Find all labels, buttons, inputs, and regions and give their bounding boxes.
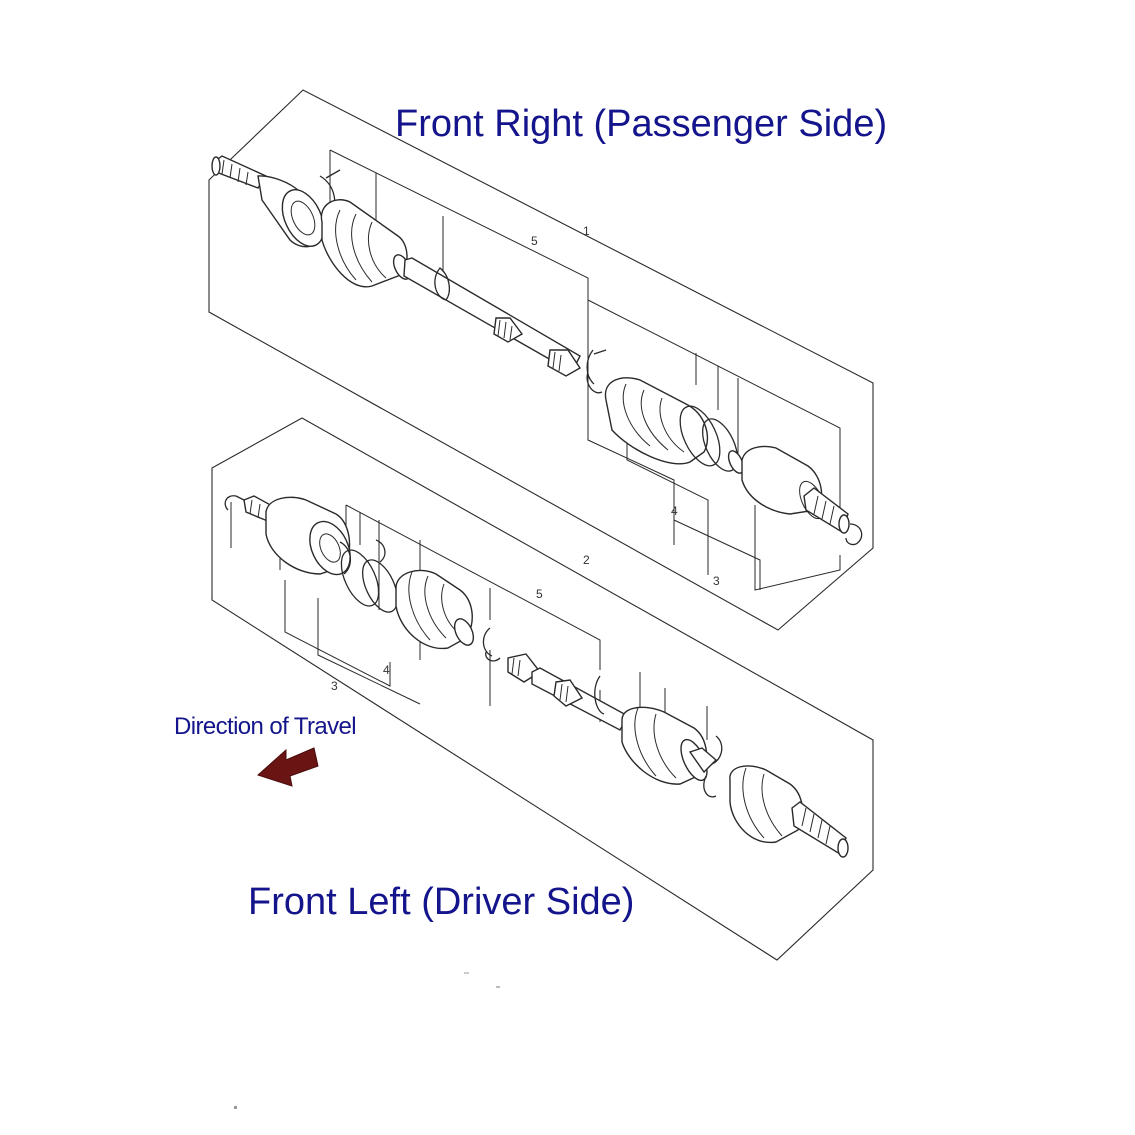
front-left-inner-joint	[621, 706, 849, 858]
callout-4-left: 4	[383, 663, 390, 677]
callout-3-left: 3	[331, 679, 338, 693]
front-right-shaft	[403, 257, 581, 377]
direction-label: Direction of Travel	[174, 713, 356, 740]
front-left-boot-outer	[340, 539, 501, 662]
direction-arrow-shape	[257, 747, 319, 787]
callout-4-right: 4	[671, 504, 678, 518]
front-right-assembly: 1 5 4 3	[208, 89, 874, 631]
front-left-title: Front Left (Driver Side)	[248, 881, 634, 923]
callout-1: 1	[583, 224, 590, 238]
scan-specks	[234, 972, 500, 1109]
front-right-outer-joint	[211, 155, 341, 248]
front-left-outer-joint	[224, 495, 351, 576]
callout-3-right: 3	[713, 574, 720, 588]
front-right-leaders	[329, 149, 841, 591]
callout-2: 2	[583, 553, 590, 567]
front-left-shaft	[507, 653, 629, 731]
front-right-boot-outer	[320, 199, 412, 288]
front-right-frame	[208, 89, 874, 631]
callout-5-right: 5	[531, 234, 538, 248]
front-right-inner-joint	[586, 349, 863, 546]
direction-arrow-icon	[257, 747, 319, 787]
front-left-frame	[211, 417, 874, 961]
callout-5-left: 5	[536, 587, 543, 601]
front-left-assembly: 2 5 4 3	[211, 417, 874, 961]
front-right-title: Front Right (Passenger Side)	[395, 103, 887, 145]
